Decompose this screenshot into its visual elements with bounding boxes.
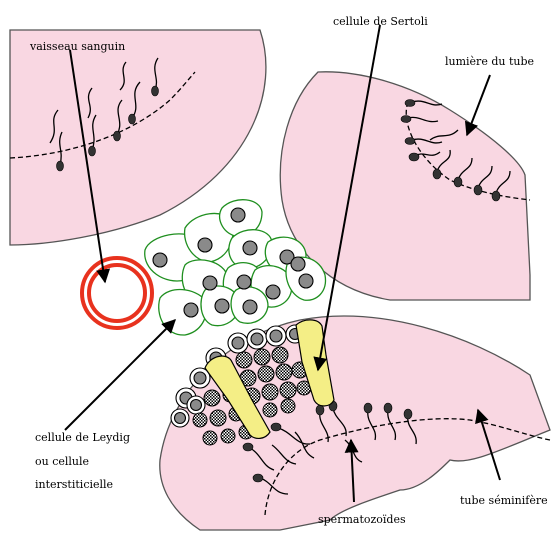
label-leydig-line2: ou cellule [35,455,89,468]
blood-vessel [82,258,152,328]
label-tube-seminifere: tube séminifère [460,494,548,507]
label-leydig-line3: interstiticielle [35,478,113,491]
arrow-leydig [65,320,175,430]
label-leydig-line1: cellule de Leydig [35,431,130,444]
arrow-lumiere [467,75,490,135]
label-spermatozoides: spermatozoïdes [318,513,406,526]
label-cellule-sertoli: cellule de Sertoli [333,15,428,28]
label-lumiere-tube: lumière du tube [445,55,534,68]
label-vaisseau-sanguin: vaisseau sanguin [29,40,125,53]
